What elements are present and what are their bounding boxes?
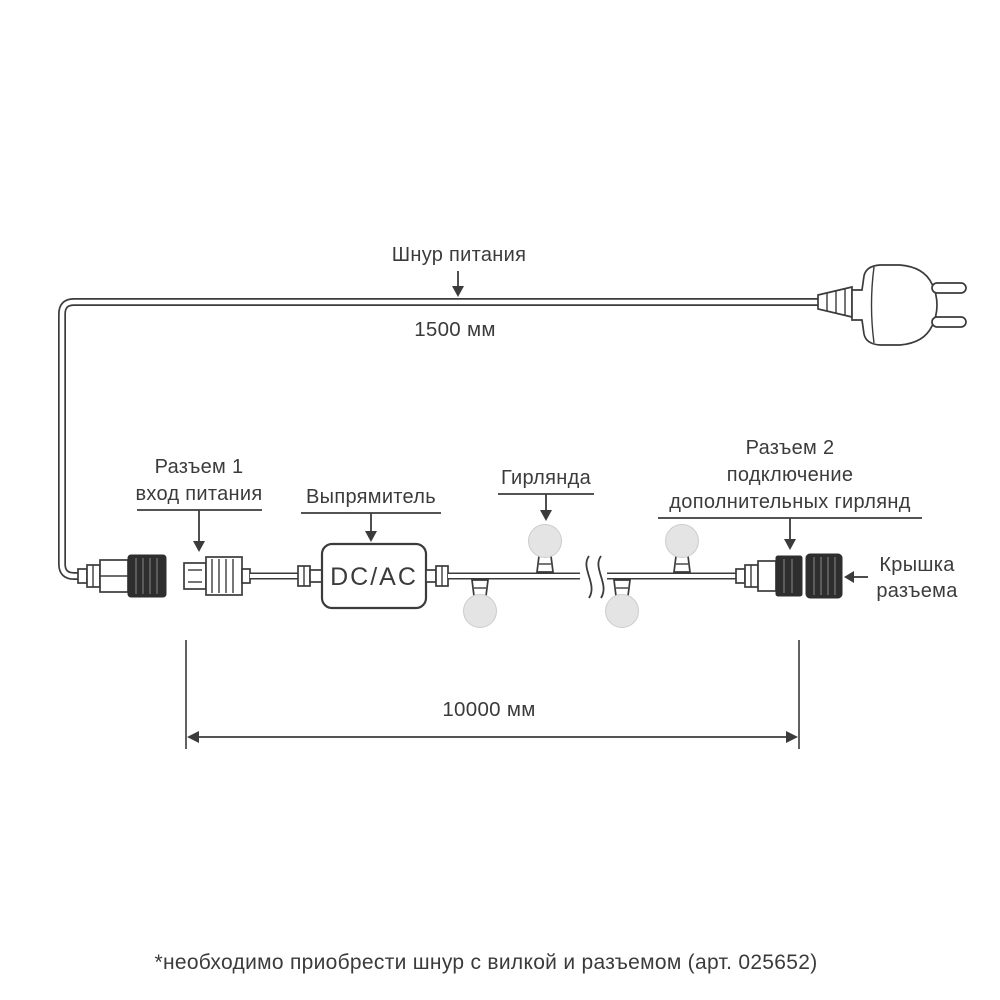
connector1-label-line2: вход питания: [135, 483, 262, 505]
power-cord-cable: [58, 298, 818, 580]
connector2-label-line1: Разъем 2: [746, 437, 835, 459]
bulb-down-2: [605, 579, 639, 628]
connector1-plug-tip: [183, 562, 207, 590]
plug-pin-bottom: [931, 316, 967, 328]
cap-arrow-icon: [844, 571, 868, 583]
garland-dimension: 10000 мм: [185, 640, 800, 749]
connector2-assembly: [735, 553, 843, 599]
rectifier-label-text: Выпрямитель: [306, 486, 436, 508]
bulb-up-1: [528, 524, 562, 573]
plug-body: [851, 264, 938, 346]
down-arrow-icon: [452, 271, 464, 297]
cap-label-line1: Крышка: [879, 554, 955, 576]
rectifier-label: Выпрямитель: [301, 486, 441, 542]
bulb-up-2: [665, 524, 699, 573]
rectifier-box-text: DC/AC: [330, 563, 418, 591]
connector1-black-nut-ribs: [135, 558, 158, 594]
connector2-label: Разъем 2 подключение дополнительных гирл…: [658, 437, 922, 550]
connector1-assembly: [77, 554, 251, 598]
garland-label-text: Гирлянда: [501, 467, 592, 489]
plug-boot: [817, 285, 853, 319]
bulb-down-1: [463, 579, 497, 628]
footnote: *необходимо приобрести шнур с вилкой и р…: [154, 951, 817, 974]
connector2-label-line3: дополнительных гирлянд: [669, 491, 910, 513]
connector-cap-ribs: [813, 557, 836, 595]
rectifier-box: DC/AC: [297, 542, 449, 610]
garland-label: Гирлянда: [498, 467, 594, 521]
connector2-label-line2: подключение: [727, 464, 854, 486]
connector-cap: [805, 553, 843, 599]
connector2-black-body: [775, 555, 803, 597]
garland-length: 10000 мм: [442, 698, 535, 721]
plug-pin-top: [931, 282, 967, 294]
power-cord-length: 1500 мм: [414, 318, 496, 341]
connector1-black-nut: [127, 554, 167, 598]
plug-seam: [870, 266, 875, 344]
connector1-label: Разъем 1 вход питания: [135, 456, 262, 552]
connector1-ribbed-nut-ribs: [211, 559, 234, 593]
plug-boot-ribs: [826, 289, 846, 315]
connector1-label-line1: Разъем 1: [155, 456, 244, 478]
power-cord-label: Шнур питания: [392, 244, 527, 266]
connector2-black-body-ribs: [783, 559, 793, 593]
cable-break-mark: [580, 555, 607, 599]
cap-label-line2: разъема: [876, 580, 958, 602]
power-plug: [817, 264, 967, 346]
